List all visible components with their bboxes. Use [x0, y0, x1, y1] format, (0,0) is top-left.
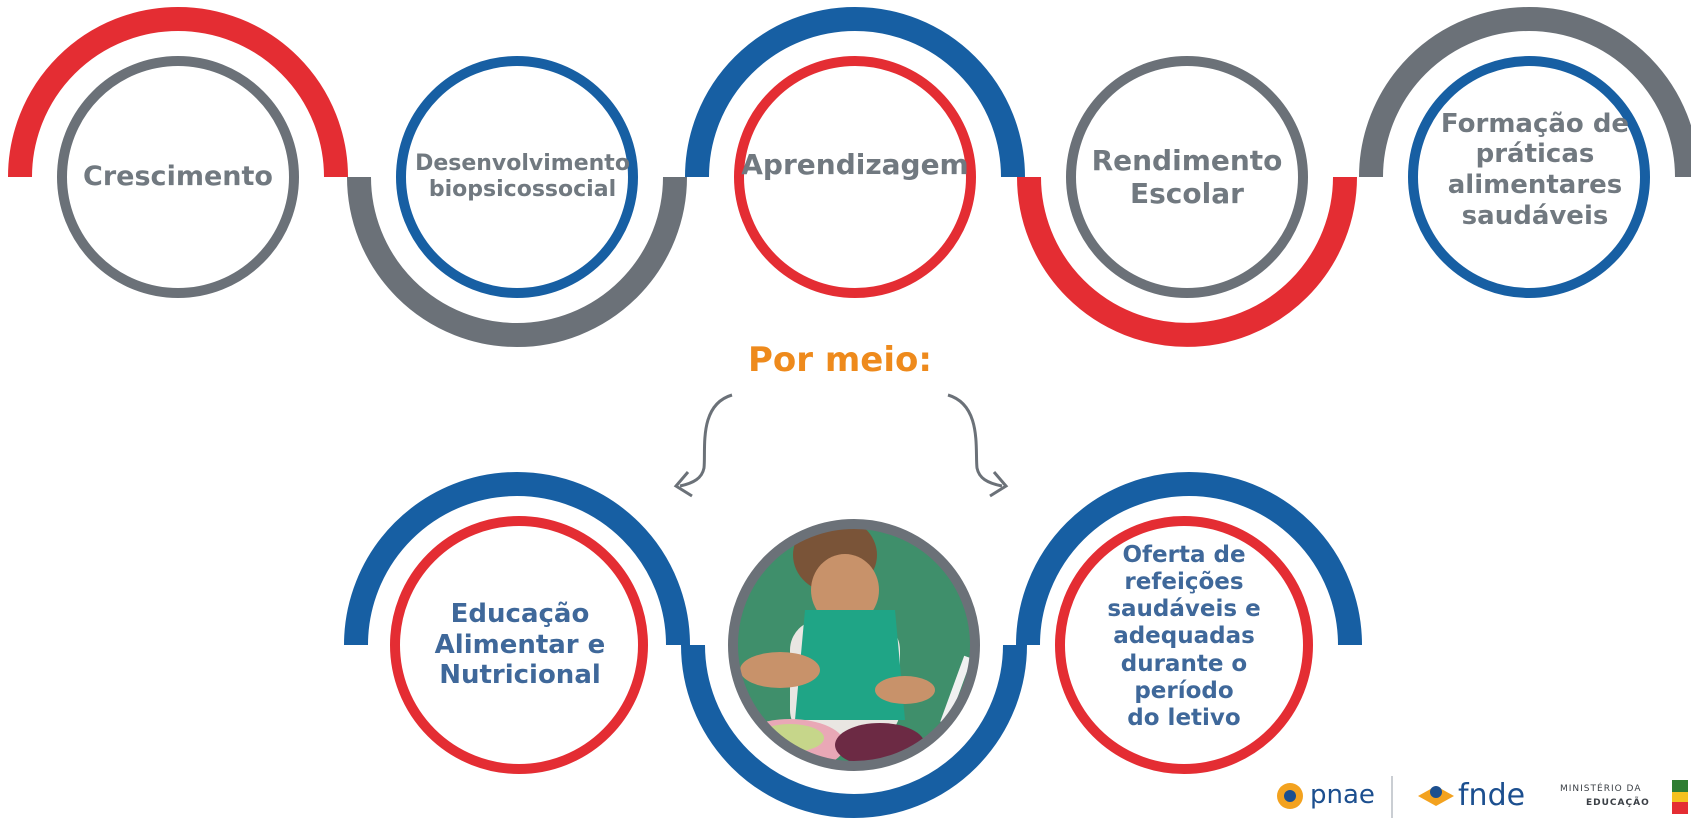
label-educacao: Educação Alimentar e Nutricional [434, 598, 606, 691]
arrow-left [679, 393, 733, 488]
ministerio-line1: MINISTÉRIO DA [1560, 784, 1642, 794]
circle-aprendizagem [734, 56, 976, 298]
fnde-logo-text: fnde [1458, 778, 1526, 813]
ministerio-line2: EDUCAÇÃO [1586, 798, 1650, 808]
arc-aprendizagem-outer [685, 7, 1025, 178]
arc-formacao-outer [1359, 7, 1691, 178]
arrowhead-right [989, 471, 1009, 498]
footer-logos-graphic [1277, 776, 1688, 818]
label-oferta: Oferta de refeições saudáveis e adequada… [1107, 542, 1261, 731]
label-rendimento: Rendimento Escolar [1091, 143, 1283, 210]
por-meio-label: Por meio: [748, 340, 932, 380]
circle-oferta [1055, 516, 1313, 774]
label-crescimento: Crescimento [83, 161, 273, 193]
flag-icon [1672, 780, 1688, 792]
child-eating-photo [733, 524, 975, 766]
footer-logos: pnae fnde MINISTÉRIO DA EDUCAÇÃO [1270, 772, 1691, 821]
arc-educacao-outer [344, 472, 690, 646]
arrow-right [947, 393, 1003, 488]
arc-rendimento-outer [1017, 176, 1357, 347]
arc-oferta-outer [1016, 472, 1362, 646]
circle-educacao [390, 516, 648, 774]
arc-desenvolvimento-outer [347, 176, 687, 347]
arc-crescimento-outer [8, 7, 348, 178]
circle-desenvolvimento [396, 56, 638, 298]
circle-crescimento [57, 56, 299, 298]
label-formacao: Formação de práticas alimentares saudáve… [1440, 108, 1630, 231]
circle-formacao [1408, 56, 1650, 298]
pnae-logo-text: pnae [1310, 780, 1375, 810]
circle-photo [728, 519, 980, 771]
arrowhead-left [673, 471, 693, 498]
circle-rendimento [1066, 56, 1308, 298]
arc-photo-outer [681, 644, 1027, 818]
label-aprendizagem: Aprendizagem [741, 148, 969, 182]
label-desenvolvimento: Desenvolvimento biopsicossocial [415, 151, 630, 202]
